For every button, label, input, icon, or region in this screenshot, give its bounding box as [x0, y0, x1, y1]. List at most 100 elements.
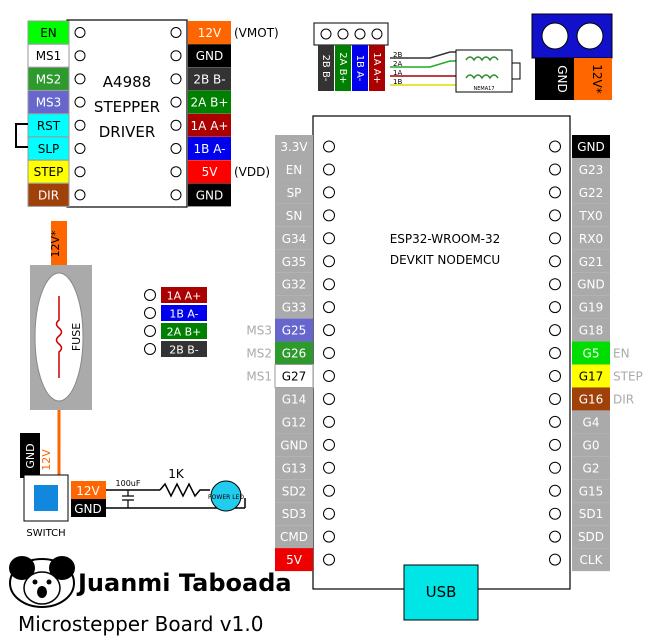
wire-label-1a: 1A: [393, 69, 402, 77]
esp32-pin-box: [275, 272, 313, 296]
rst-slp-jumper: [15, 123, 28, 148]
esp32-pin-box: [572, 249, 610, 273]
power-led-circuit: 12V GND 100uF 1K POWER LED: [71, 467, 246, 517]
esp32-pin-label: GND: [577, 278, 605, 292]
driver-title-line2: STEPPER: [94, 98, 160, 116]
esp32-pin-function: MS1: [246, 370, 272, 384]
esp32-pin-label: G13: [282, 461, 307, 475]
esp32-pin-hole: [323, 278, 335, 291]
esp32-pin-label: G15: [579, 484, 604, 498]
connector-pin: [354, 28, 366, 40]
motor-pin-hole: [144, 289, 156, 301]
driver-pin-hole: [170, 166, 182, 178]
driver-pin-note: (VMOT): [234, 26, 279, 40]
motor-pin-label: 1B A-: [169, 308, 198, 321]
power-jack: GND 12V*: [531, 13, 613, 100]
esp32-pin-box: [275, 318, 313, 342]
esp32-pin-hole: [549, 163, 561, 176]
esp32-pin-label: CMD: [280, 530, 308, 544]
esp32-pin-label: SD2: [282, 484, 307, 498]
driver-pin-label: 5V: [202, 165, 219, 179]
driver-pin-box: [188, 90, 231, 114]
fuse-top-label: 12V*: [49, 230, 62, 258]
driver-pin-hole: [74, 96, 86, 108]
motor-pin-label: 2B B-: [169, 344, 199, 357]
esp32-left-pins: 3.3VENSPSNG34G35G32G33G25MS3G26MS2G27MS1…: [246, 135, 335, 572]
driver-pin-label: SLP: [38, 142, 60, 156]
esp32-pin-label: G14: [282, 392, 307, 406]
esp32-pin-box: [572, 548, 610, 572]
esp32-pin-box: [275, 525, 313, 549]
esp32-pin-label: G17: [579, 370, 604, 384]
driver-pin-label: GND: [196, 49, 224, 63]
esp32-pin-function: STEP: [613, 370, 643, 384]
switch: GND SWITCH: [20, 433, 69, 539]
fuse-label: FUSE: [70, 323, 83, 351]
esp32-board: 3.3VENSPSNG34G35G32G33G25MS3G26MS2G27MS1…: [246, 115, 643, 621]
esp32-pin-box: [275, 410, 313, 434]
esp32-pin-box: [572, 203, 610, 227]
esp32-pin-label: G27: [282, 370, 307, 384]
esp32-pin-label: G21: [579, 255, 604, 269]
esp32-pin-label: GND: [577, 140, 605, 154]
esp32-pin-label: SP: [287, 186, 302, 200]
motor-pin-hole: [144, 325, 156, 337]
esp32-pin-hole: [549, 347, 561, 360]
esp32-pin-box: [275, 295, 313, 319]
driver-pin-label: MS2: [36, 72, 62, 86]
nema17-motor: NEMA17: [455, 49, 521, 93]
esp32-pin-hole: [323, 553, 335, 566]
esp32-pin-label: G2: [583, 461, 600, 475]
power-led: [210, 480, 242, 512]
esp32-pin-hole: [323, 438, 335, 451]
esp32-pin-hole: [549, 484, 561, 497]
esp32-pin-hole: [323, 507, 335, 520]
connector-label-box: [352, 45, 368, 91]
esp32-pin-hole: [323, 530, 335, 543]
esp32-pin-label: G5: [583, 347, 600, 361]
esp32-pin-label: 5V: [286, 553, 303, 567]
motor-pin-box: [161, 341, 207, 357]
jack-hole-gnd: [541, 22, 569, 50]
esp32-pin-hole: [323, 484, 335, 497]
fuse-wire-label: 12V: [40, 449, 53, 471]
esp32-pin-hole: [323, 186, 335, 199]
esp32-pin-label: CLK: [580, 553, 604, 567]
esp32-pin-box: [275, 226, 313, 250]
driver-pin-hole: [170, 143, 182, 154]
author-name: Juanmi Taboada: [76, 569, 292, 597]
driver-pin-label: MS3: [36, 96, 62, 110]
motor-pin-hole: [144, 307, 156, 319]
esp32-pin-box: [275, 203, 313, 227]
connector-label: 2B B-: [320, 55, 331, 82]
esp32-pin-label: G4: [583, 415, 600, 429]
esp32-pin-box: [572, 295, 610, 319]
driver-pin-label: 1B A-: [194, 142, 226, 156]
driver-pin-box: [188, 137, 231, 160]
motor-pin-label: 2A B+: [167, 326, 202, 339]
esp32-pin-box: [275, 249, 313, 273]
driver-pin-hole: [74, 166, 86, 178]
driver-pin-label: MS1: [36, 49, 62, 63]
driver-pin-box: [188, 113, 231, 137]
driver-pin-hole: [170, 73, 182, 85]
esp32-pin-box: [572, 479, 610, 503]
esp32-pin-box: [572, 456, 610, 480]
esp32-pin-hole: [549, 415, 561, 428]
esp32-pin-label: G12: [282, 415, 307, 429]
esp32-pin-box: [275, 157, 313, 181]
driver-pin-label: EN: [40, 26, 57, 40]
switch-label: SWITCH: [26, 528, 65, 539]
esp32-pin-label: SDD: [578, 530, 604, 544]
esp32-pin-hole: [323, 232, 335, 245]
wire-label-2a: 2A: [393, 60, 402, 68]
esp32-pin-box: [275, 502, 313, 526]
wire-label-2b: 2B: [393, 51, 402, 59]
esp32-pin-label: GND: [280, 438, 308, 452]
driver-pin-box: [188, 160, 231, 184]
esp32-pin-box: [572, 318, 610, 342]
esp32-pin-hole: [549, 507, 561, 520]
esp32-pin-hole: [323, 163, 335, 176]
